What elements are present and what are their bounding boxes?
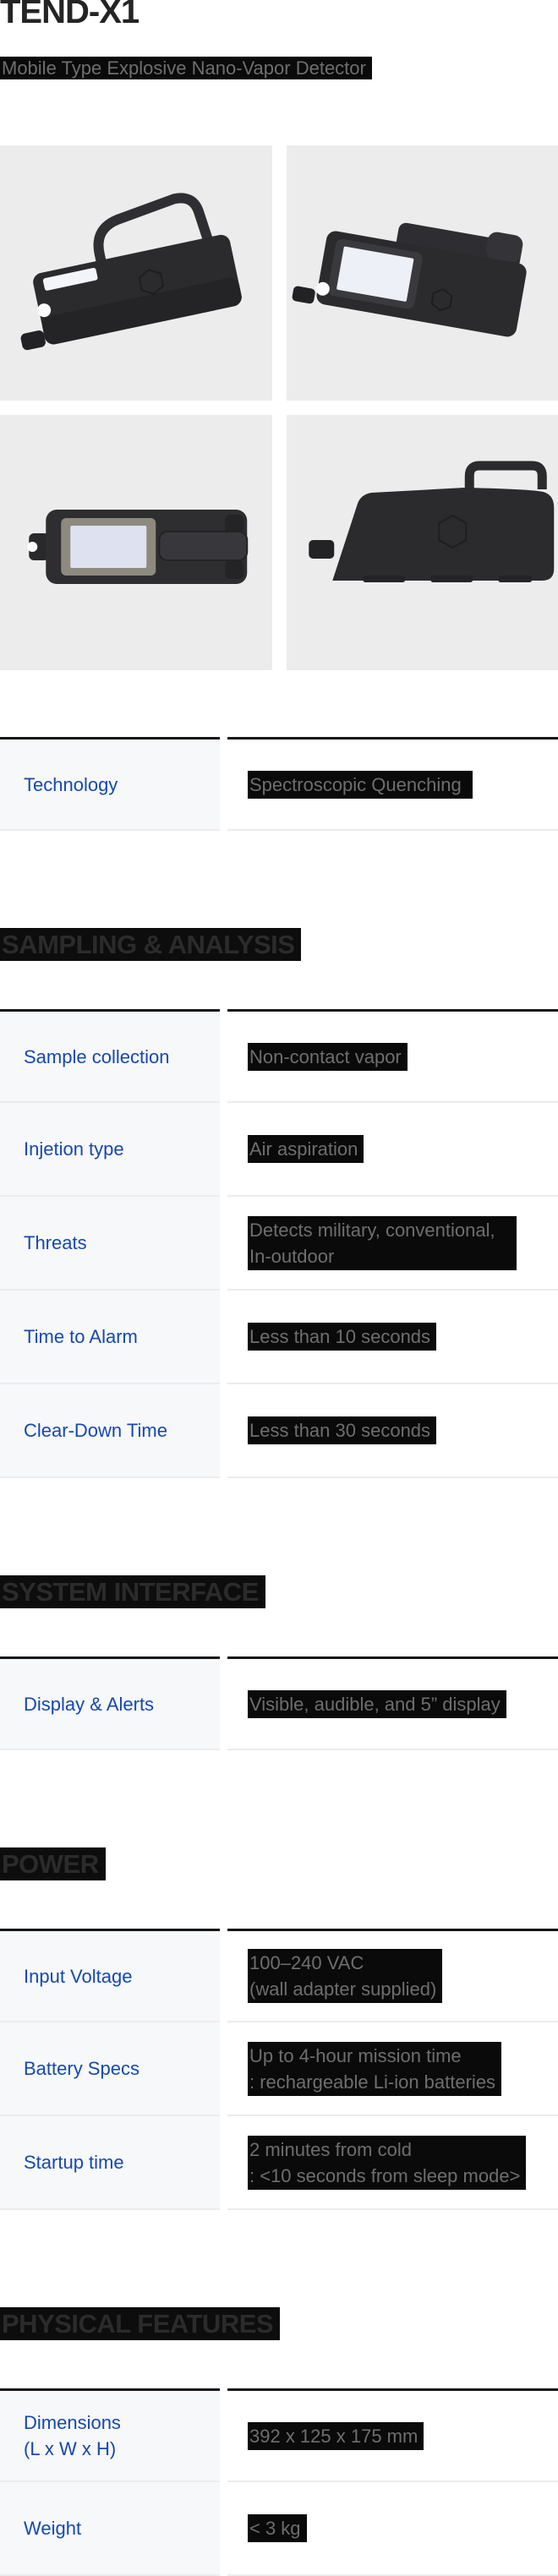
- spec-value: 100–240 VAC (wall adapter supplied): [248, 1949, 442, 2003]
- spec-label: Clear-Down Time: [24, 1417, 167, 1444]
- product-subtitle-text: Mobile Type Explosive Nano-Vapor Detecto…: [0, 57, 372, 79]
- spec-label-cell: Display & Alerts: [0, 1656, 220, 1750]
- spec-label-cell: Technology: [0, 737, 220, 831]
- product-title: TEND-X1: [0, 0, 558, 30]
- spec-table-system-interface: Display & Alerts Visible, audible, and 5…: [0, 1656, 558, 1750]
- product-subtitle: Mobile Type Explosive Nano-Vapor Detecto…: [0, 56, 558, 81]
- spec-value: < 3 kg: [248, 2514, 307, 2542]
- spec-table-power: Input Voltage 100–240 VAC (wall adapter …: [0, 1929, 558, 2210]
- spec-value: Less than 30 seconds: [248, 1416, 436, 1444]
- spec-label: Input Voltage: [24, 1963, 132, 1989]
- section-power: POWER Input Voltage 100–240 VAC (wall ad…: [0, 1847, 558, 2210]
- spec-label: Weight: [24, 2515, 81, 2541]
- spec-label: Dimensions (L x W x H): [24, 2410, 121, 2462]
- spec-label-cell: Injetion type: [0, 1103, 220, 1197]
- spec-label: Time to Alarm: [24, 1323, 138, 1350]
- spec-label: Battery Specs: [24, 2055, 140, 2082]
- spec-label-cell: Weight: [0, 2482, 220, 2576]
- spec-value: 392 x 125 x 175 mm: [248, 2422, 424, 2450]
- product-photo-3[interactable]: [0, 415, 272, 670]
- spec-label: Startup time: [24, 2149, 124, 2175]
- spec-table-physical-features: Dimensions (L x W x H) 392 x 125 x 175 m…: [0, 2388, 558, 2576]
- spec-label: Technology: [24, 772, 118, 798]
- spec-value: Non-contact vapor: [248, 1043, 408, 1071]
- spec-value: Spectroscopic Quenching: [248, 771, 473, 799]
- spec-value-cell: Detects military, conventional, In-outdo…: [227, 1197, 558, 1291]
- section-sampling-analysis: SAMPLING & ANALYSIS Sample collection No…: [0, 928, 558, 1478]
- spec-value-cell: 392 x 125 x 175 mm: [227, 2388, 558, 2482]
- detector-angled-right-view-image: [287, 145, 558, 401]
- spec-label: Display & Alerts: [24, 1691, 154, 1717]
- product-photo-1[interactable]: [0, 145, 272, 401]
- spec-value-cell: < 3 kg: [227, 2482, 558, 2576]
- spec-label-cell: Time to Alarm: [0, 1291, 220, 1384]
- detector-angled-left-view-image: [0, 145, 272, 401]
- section-heading-text: SAMPLING & ANALYSIS: [0, 928, 301, 961]
- spec-value: Detects military, conventional, In-outdo…: [248, 1216, 517, 1270]
- spec-value-cell: 2 minutes from cold : <10 seconds from s…: [227, 2116, 558, 2210]
- spec-label-cell: Dimensions (L x W x H): [0, 2388, 220, 2482]
- spec-table-general: Technology Spectroscopic Quenching: [0, 737, 558, 831]
- spec-value-cell: Spectroscopic Quenching: [227, 737, 558, 831]
- section-heading-text: SYSTEM INTERFACE: [0, 1575, 265, 1608]
- section-system-interface: SYSTEM INTERFACE Display & Alerts Visibl…: [0, 1575, 558, 1750]
- spec-label-cell: Threats: [0, 1197, 220, 1291]
- spec-label: Sample collection: [24, 1044, 169, 1070]
- spec-value: 2 minutes from cold : <10 seconds from s…: [248, 2136, 526, 2190]
- spec-value-cell: Less than 30 seconds: [227, 1384, 558, 1478]
- product-gallery: [0, 145, 558, 670]
- spec-value-cell: Visible, audible, and 5” display: [227, 1656, 558, 1750]
- spec-value-cell: 100–240 VAC (wall adapter supplied): [227, 1929, 558, 2022]
- spec-label-cell: Battery Specs: [0, 2022, 220, 2116]
- spec-value: Less than 10 seconds: [248, 1323, 436, 1351]
- spec-value-cell: Less than 10 seconds: [227, 1291, 558, 1384]
- spec-label: Injetion type: [24, 1136, 124, 1162]
- section-heading-text: POWER: [0, 1847, 106, 1880]
- spec-label-cell: Input Voltage: [0, 1929, 220, 2022]
- section-heading-text: PHYSICAL FEATURES: [0, 2307, 280, 2340]
- detector-top-view-image: [0, 415, 272, 670]
- spec-value-cell: Up to 4-hour mission time : rechargeable…: [227, 2022, 558, 2116]
- section-general: Technology Spectroscopic Quenching: [0, 737, 558, 831]
- spec-value: Visible, audible, and 5” display: [248, 1690, 506, 1718]
- spec-value-cell: Non-contact vapor: [227, 1009, 558, 1103]
- section-heading-sampling-analysis: SAMPLING & ANALYSIS: [0, 928, 558, 962]
- spec-label: Threats: [24, 1230, 87, 1256]
- section-physical-features: PHYSICAL FEATURES Dimensions (L x W x H)…: [0, 2307, 558, 2576]
- spec-label-cell: Sample collection: [0, 1009, 220, 1103]
- detector-side-view-image: [287, 415, 558, 670]
- product-photo-4[interactable]: [287, 415, 558, 670]
- spec-table-sampling-analysis: Sample collection Non-contact vapor Inje…: [0, 1009, 558, 1478]
- spec-value: Air aspiration: [248, 1135, 364, 1163]
- spec-value: Up to 4-hour mission time : rechargeable…: [248, 2042, 501, 2096]
- product-photo-2[interactable]: [287, 145, 558, 401]
- spec-value-cell: Air aspiration: [227, 1103, 558, 1197]
- section-heading-power: POWER: [0, 1847, 558, 1881]
- spec-label-cell: Startup time: [0, 2116, 220, 2210]
- section-heading-system-interface: SYSTEM INTERFACE: [0, 1575, 558, 1609]
- section-heading-physical-features: PHYSICAL FEATURES: [0, 2307, 558, 2341]
- spec-label-cell: Clear-Down Time: [0, 1384, 220, 1478]
